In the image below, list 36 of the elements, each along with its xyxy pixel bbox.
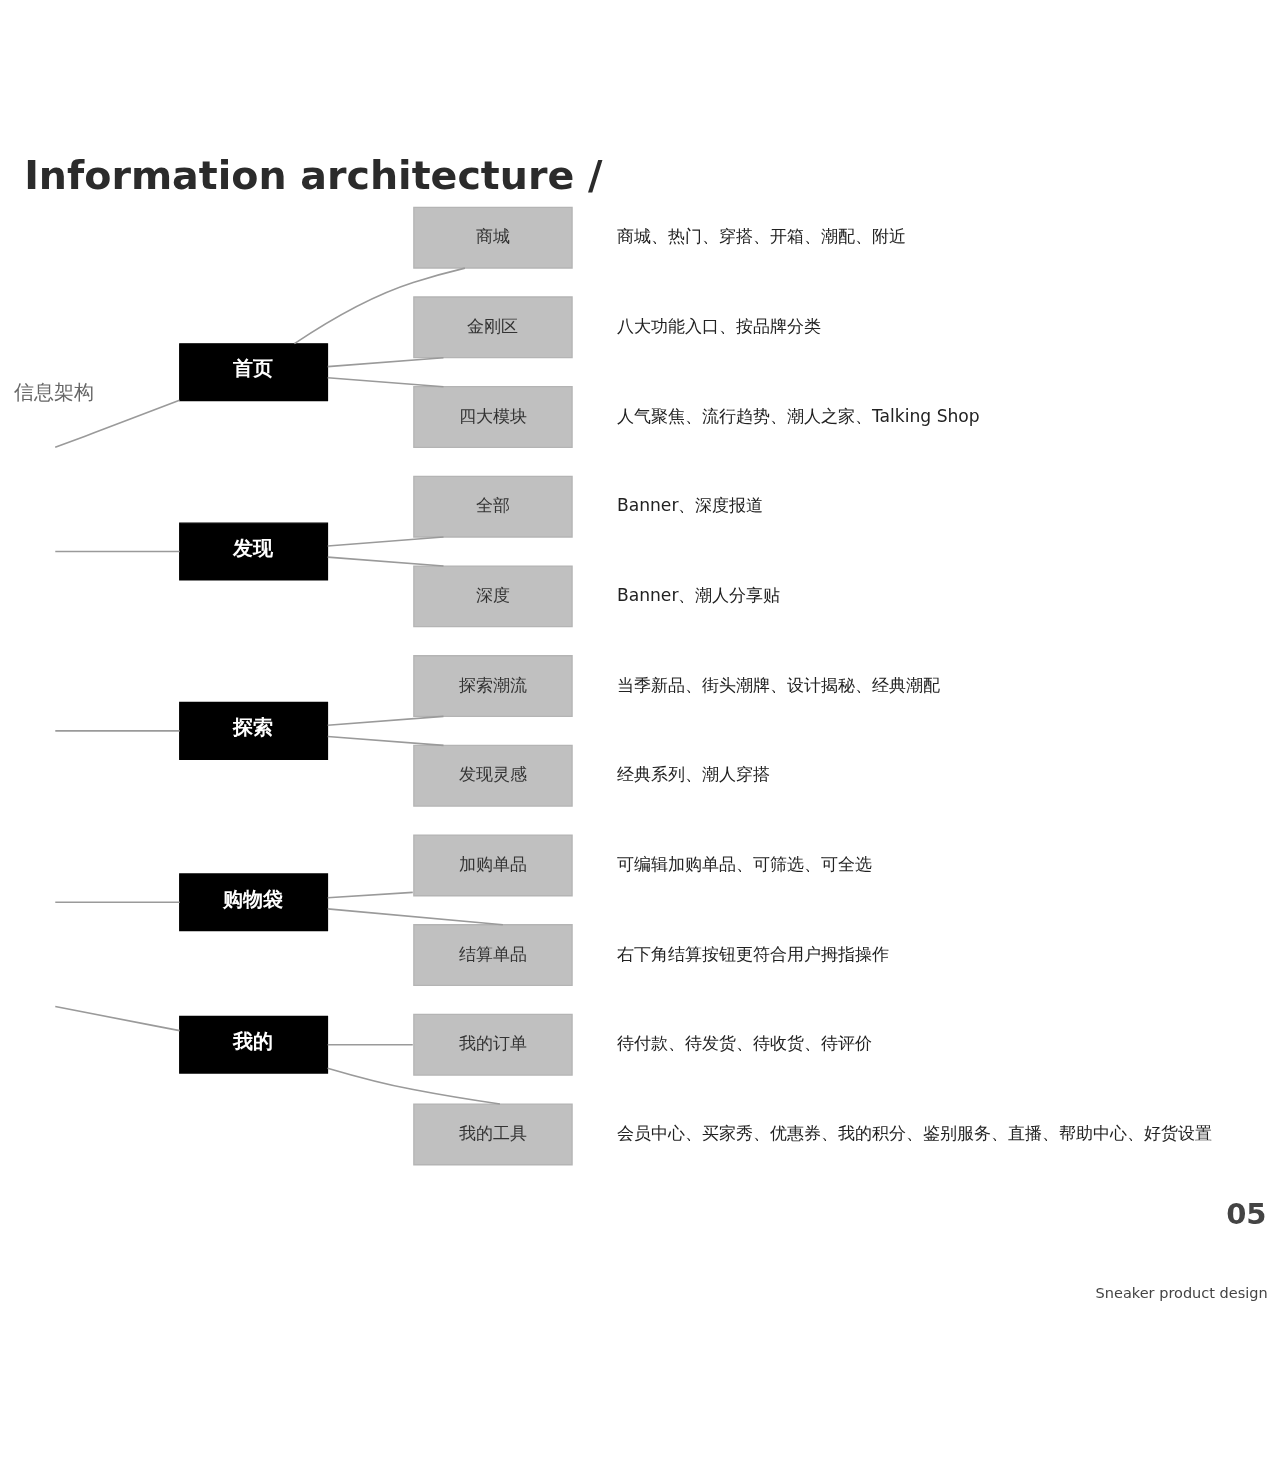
node-label: 人气聚焦、流行趋势、潮人之家、Talking Shop	[616, 405, 980, 426]
connector	[326, 908, 504, 926]
connector	[54, 399, 181, 449]
connector	[326, 715, 445, 727]
connector	[326, 356, 445, 368]
connector	[326, 735, 445, 747]
connector	[326, 1067, 501, 1105]
connector	[326, 1043, 414, 1046]
node-label: 可编辑加购单品、可筛选、可全选	[616, 853, 872, 874]
node-label: Banner、潮人分享贴	[616, 584, 781, 605]
node-box: 购物袋	[179, 873, 329, 932]
connector	[54, 730, 181, 732]
label: 05	[1226, 1196, 1267, 1231]
connector	[293, 267, 466, 345]
node-label: 待付款、待发货、待收货、待评价	[616, 1033, 872, 1054]
node-box: 首页	[179, 343, 329, 402]
label: Sneaker product design	[1095, 1284, 1268, 1301]
label: 信息架构	[13, 381, 94, 405]
node-box: 探索	[179, 701, 329, 760]
node-label: 八大功能入口、按品牌分类	[616, 315, 821, 336]
node-label: 右下角结算按钮更符合用户拇指操作	[616, 943, 889, 964]
connector	[54, 901, 181, 904]
node-label: 会员中心、买家秀、优惠券、我的积分、鉴别服务、直播、帮助中心、好货设置	[616, 1122, 1212, 1143]
diagram-title: Information architecture /	[24, 151, 603, 198]
connector	[326, 891, 414, 899]
node-label: 当季新品、街头潮牌、设计揭秘、经典潮配	[616, 674, 940, 695]
connector	[326, 536, 445, 547]
node-box: 发现	[179, 522, 329, 581]
connector	[54, 550, 181, 553]
connector	[326, 377, 445, 388]
connector	[54, 1005, 181, 1032]
node-label: 经典系列、潮人穿搭	[616, 764, 770, 785]
node-box: 我的	[179, 1015, 329, 1074]
node-label: 商城、热门、穿搭、开箱、潮配、附近	[616, 226, 906, 247]
node-label: Banner、深度报道	[616, 495, 764, 516]
connector	[326, 556, 445, 567]
